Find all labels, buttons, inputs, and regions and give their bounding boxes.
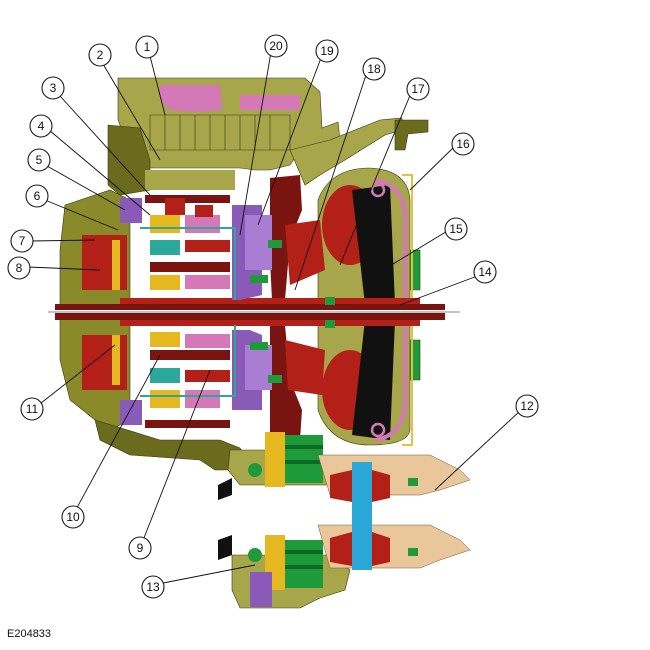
callout-number: 8 bbox=[16, 261, 23, 275]
callout-10: 10 bbox=[61, 505, 85, 529]
callout-number: 9 bbox=[137, 541, 144, 555]
callout-number: 14 bbox=[478, 265, 492, 279]
planetary-gearsets bbox=[82, 195, 335, 428]
callout-number: 4 bbox=[38, 119, 45, 133]
callout-number: 13 bbox=[146, 580, 160, 594]
callout-number: 1 bbox=[144, 40, 151, 54]
callout-leaders bbox=[27, 45, 522, 586]
callout-number: 6 bbox=[34, 189, 41, 203]
callout-14: 14 bbox=[473, 260, 497, 284]
callout-number: 2 bbox=[97, 48, 104, 62]
callout-15: 15 bbox=[444, 217, 468, 241]
callout-number: 17 bbox=[411, 82, 425, 96]
callout-number: 18 bbox=[367, 62, 381, 76]
transfer-gears bbox=[218, 432, 471, 607]
callout-1: 1 bbox=[135, 35, 159, 59]
callout-3: 3 bbox=[41, 76, 65, 100]
callout-12: 12 bbox=[515, 394, 539, 418]
purple-drum bbox=[232, 205, 272, 410]
callout-8: 8 bbox=[7, 256, 31, 280]
callout-number: 20 bbox=[269, 39, 283, 53]
callout-4: 4 bbox=[29, 114, 53, 138]
callout-number: 12 bbox=[520, 399, 534, 413]
callout-7: 7 bbox=[10, 229, 34, 253]
callout-18: 18 bbox=[362, 57, 386, 81]
callout-9: 9 bbox=[128, 536, 152, 560]
callout-number: 3 bbox=[50, 81, 57, 95]
callout-number: 10 bbox=[66, 510, 80, 524]
callout-number: 5 bbox=[36, 153, 43, 167]
callout-20: 20 bbox=[264, 34, 288, 58]
callout-number: 15 bbox=[449, 222, 463, 236]
drive-components bbox=[270, 175, 325, 440]
callout-5: 5 bbox=[27, 148, 51, 172]
callout-16: 16 bbox=[451, 132, 475, 156]
main-shaft bbox=[48, 298, 460, 326]
callout-2: 2 bbox=[88, 43, 112, 67]
callout-number: 19 bbox=[320, 44, 334, 58]
callout-17: 17 bbox=[406, 77, 430, 101]
figure-id-label: E204833 bbox=[7, 628, 52, 640]
callout-19: 19 bbox=[315, 39, 339, 63]
callout-11: 11 bbox=[20, 397, 44, 421]
callout-6: 6 bbox=[25, 184, 49, 208]
callout-number: 16 bbox=[456, 137, 470, 151]
callout-number: 11 bbox=[26, 402, 39, 416]
callout-number: 7 bbox=[19, 234, 26, 248]
callout-13: 13 bbox=[141, 575, 165, 599]
